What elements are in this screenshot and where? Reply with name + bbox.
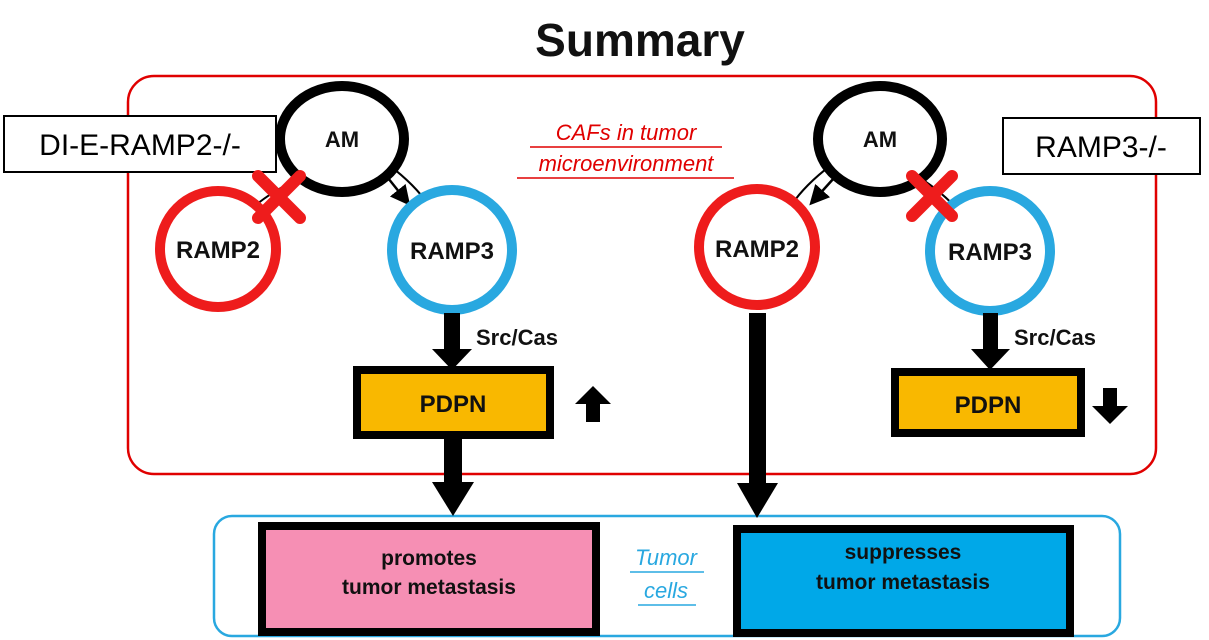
left-am-label: AM [325, 127, 359, 152]
red-x-block-icon [252, 170, 306, 224]
left-am-ramp3-arrow [387, 177, 411, 206]
up-arrow-icon [575, 386, 611, 422]
left-panel: DI-E-RAMP2-/- AM RAMP2 RAMP3 Src/Cas PDP… [3, 81, 611, 636]
tumor-cells-label: Tumor cells [630, 545, 704, 606]
left-outcome-line2: tumor metastasis [342, 576, 516, 599]
right-pathway-label: Src/Cas [1014, 325, 1096, 350]
right-outcome-box [733, 525, 1074, 637]
right-pdpn-label: PDPN [955, 392, 1022, 419]
right-ramp2-label: RAMP2 [715, 236, 799, 263]
left-pdpn-outcome-arrow [432, 438, 474, 516]
left-ramp3-label: RAMP3 [410, 238, 494, 265]
right-genotype-label: RAMP3-/- [1035, 131, 1167, 164]
right-ramp3-pdpn-arrow [971, 313, 1010, 370]
left-outcome-line1: promotes [381, 547, 477, 570]
tumor-cells-region [212, 514, 1122, 638]
diagram-title: Summary [535, 14, 745, 66]
right-am-ramp2-arrow [809, 177, 835, 206]
down-arrow-icon [1092, 388, 1128, 424]
right-ramp3-node [925, 186, 1055, 316]
right-pdpn-box [891, 368, 1085, 437]
right-ramp2-node [694, 184, 820, 310]
right-ramp2-outcome-arrow [737, 313, 778, 518]
left-ramp3-node [387, 185, 517, 315]
left-genotype-label: DI-E-RAMP2-/- [39, 129, 241, 162]
right-panel: RAMP3-/- AM RAMP2 RAMP3 Src/Cas PDPN [694, 81, 1201, 637]
right-am-node [813, 81, 947, 197]
caf-label: CAFs in tumor microenvironment [517, 120, 734, 179]
left-am-node [275, 81, 409, 197]
left-pdpn-label: PDPN [420, 391, 487, 418]
red-x-block-icon [906, 170, 958, 222]
right-outcome-line2: tumor metastasis [816, 571, 990, 594]
right-outcome-line1: suppresses [845, 541, 962, 564]
left-ramp2-label: RAMP2 [176, 237, 260, 264]
caf-region [126, 74, 1158, 476]
left-ramp2-node [155, 186, 281, 312]
svg-text:Tumor: Tumor [635, 545, 699, 570]
right-am-label: AM [863, 127, 897, 152]
left-outcome-box [258, 522, 600, 636]
right-genotype-box [1002, 117, 1201, 175]
left-ramp3-pdpn-arrow [432, 313, 472, 370]
left-pdpn-box [353, 366, 554, 439]
left-pathway-label: Src/Cas [476, 325, 558, 350]
right-ramp3-label: RAMP3 [948, 239, 1032, 266]
svg-text:microenvironment: microenvironment [539, 151, 715, 176]
svg-text:cells: cells [644, 578, 688, 603]
svg-text:CAFs in tumor: CAFs in tumor [556, 120, 698, 145]
